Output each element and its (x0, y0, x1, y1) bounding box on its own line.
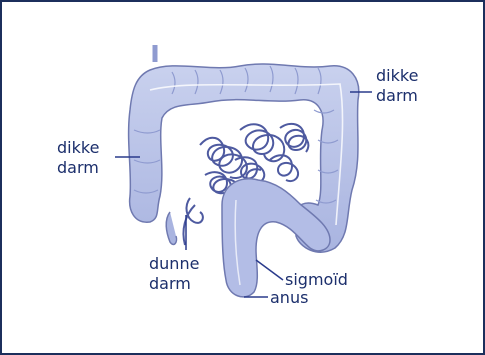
label-dikke-darm-right: dikke darm (376, 66, 418, 106)
label-dikke-darm-left: dikke darm (57, 138, 99, 178)
label-sigmoid: sigmoïd (285, 270, 348, 290)
label-anus: anus (270, 288, 308, 308)
ileum-connection (183, 205, 195, 245)
appendix (166, 212, 176, 244)
label-dunne-darm: dunne darm (149, 254, 199, 294)
leader-sigmoid (256, 260, 283, 280)
